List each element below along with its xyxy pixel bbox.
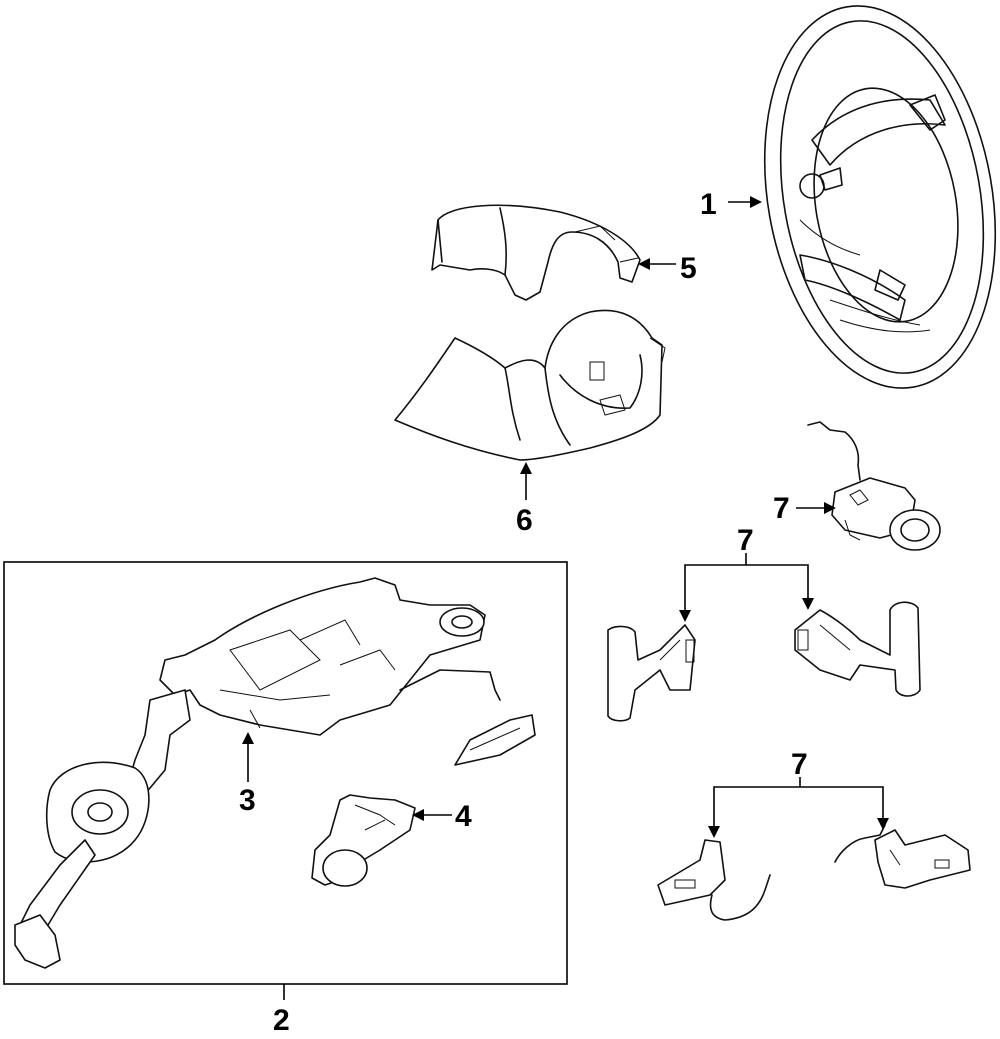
lower-column-shroud	[394, 309, 666, 461]
steering-column	[159, 577, 536, 766]
callout-7-ignition: 7	[773, 492, 790, 525]
callout-1: 1	[700, 188, 717, 221]
steering-wheel-switch-left	[657, 839, 771, 921]
callout-leaders	[242, 196, 889, 1000]
callout-6: 6	[516, 504, 533, 537]
ignition-switch	[807, 421, 941, 551]
steering-column-assembly-frame	[3, 561, 568, 985]
callout-7-switches: 7	[791, 748, 808, 781]
paddle-shifter-right	[794, 601, 921, 697]
callout-4: 4	[455, 800, 472, 833]
callout-5: 5	[680, 252, 697, 285]
steering-wheel-switch-right	[834, 824, 971, 889]
paddle-shifter-left	[607, 624, 696, 722]
callout-3: 3	[239, 784, 256, 817]
callout-2: 2	[273, 1004, 290, 1037]
steering-wheel	[763, 5, 997, 389]
intermediate-shaft	[14, 689, 191, 969]
upper-column-shroud	[431, 204, 641, 301]
steering-lock-housing	[311, 794, 416, 887]
callout-7-paddles: 7	[737, 524, 754, 557]
